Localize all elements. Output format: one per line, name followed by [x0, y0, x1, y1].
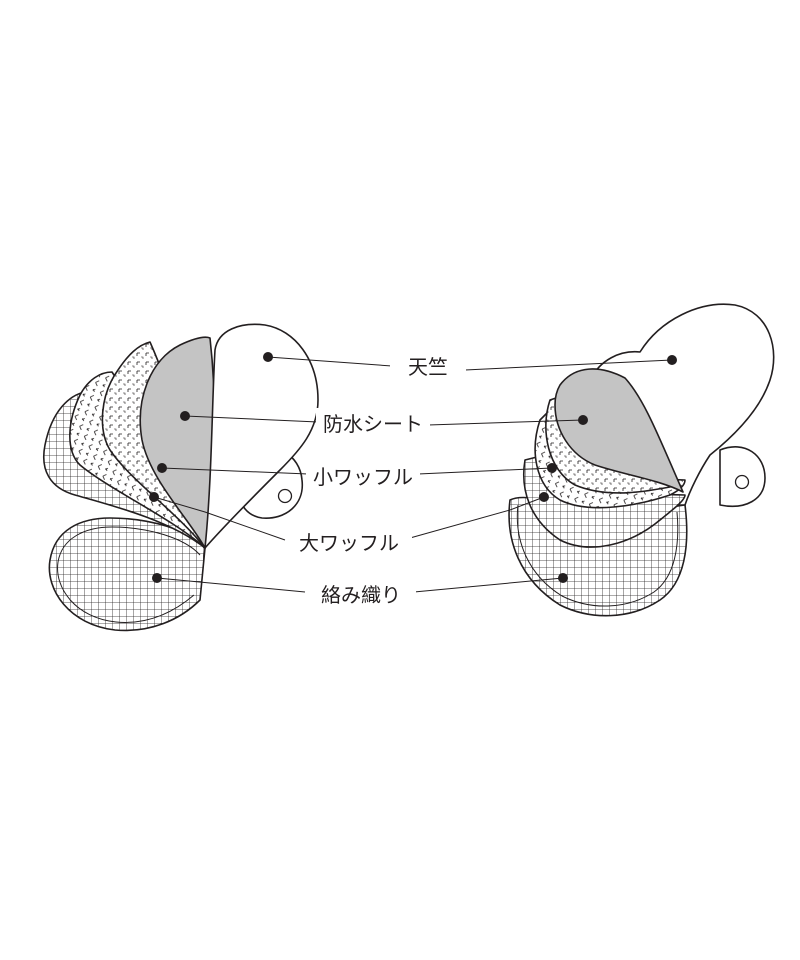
- callout-dot: [180, 411, 190, 421]
- label-karami-ori: 絡み織り: [321, 583, 401, 607]
- left-pad: [43, 323, 319, 632]
- callout-dot: [152, 573, 162, 583]
- right-pad: [508, 303, 775, 617]
- callout-dot: [547, 463, 557, 473]
- snap-button-icon: [734, 474, 750, 490]
- label-small-waffle: 小ワッフル: [313, 465, 413, 489]
- callout-dot: [263, 352, 273, 362]
- right-layer-waterproof: [554, 368, 684, 493]
- callout-dot: [157, 463, 167, 473]
- label-tenjiku: 天竺: [408, 355, 448, 379]
- callout-dot: [667, 355, 677, 365]
- snap-button-icon: [277, 488, 293, 504]
- leaders: [149, 352, 677, 593]
- left-layer-tenjiku: [204, 323, 319, 549]
- callout-dot: [149, 492, 159, 502]
- left-layer-karami: [48, 517, 206, 632]
- label-large-waffle: 大ワッフル: [299, 531, 399, 555]
- callout-dot: [558, 573, 568, 583]
- callout-dot: [539, 492, 549, 502]
- callout-dot: [578, 415, 588, 425]
- label-waterproof-sheet: 防水シート: [323, 412, 423, 436]
- labels: 天竺 防水シート 小ワッフル 大ワッフル 絡み織り: [286, 352, 466, 610]
